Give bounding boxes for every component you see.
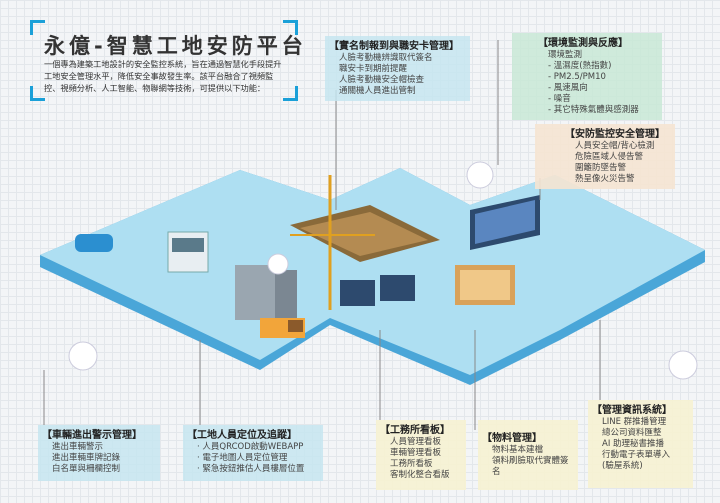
module-item: 白名單與柵欄控制	[52, 464, 121, 474]
module-positioning: 【工地人員定位及追蹤】 · 人員QRCOD啟動WEBAPP · 電子地圖人員定位…	[183, 425, 323, 481]
connector-lines	[43, 40, 601, 430]
module-item: 工務所看板	[390, 459, 433, 469]
building	[235, 265, 297, 320]
truck	[260, 318, 305, 338]
module-item: - PM2.5/PM10	[548, 72, 606, 82]
module-item: 圍籬防墜告警	[575, 163, 627, 173]
platform	[40, 168, 705, 385]
module-item: LINE 群推播管理	[602, 417, 667, 427]
module-item: 物料基本建檔	[492, 445, 544, 455]
module-item: 熱呈像火災告警	[575, 174, 635, 184]
module-mis: 【管理資訊系統】 LINE 群推播管理 總公司資料匯整 AI 助理秘書推播 行動…	[588, 400, 693, 488]
module-item: 人臉考勤機安全帽檢查	[339, 75, 425, 85]
module-item: - 風速風向	[548, 83, 588, 93]
module-title: 【環境監測與反應】	[538, 38, 628, 49]
module-title: 【物料管理】	[482, 433, 542, 444]
module-title: 【安防監控安全管理】	[565, 129, 665, 140]
module-item: 總公司資料匯整	[602, 428, 662, 438]
crane	[290, 175, 375, 310]
module-item: 通關機人員進出管制	[339, 86, 416, 96]
module-item: 人臉考勤機辨識取代簽名	[339, 53, 433, 63]
module-item: - 其它特殊氣體與感測器	[548, 105, 639, 115]
module-item: (驗屋系統)	[602, 461, 643, 471]
module-item: 進出車輛警示	[52, 442, 104, 452]
dashboards	[340, 275, 415, 306]
module-item: - 溫濕度(熱指數)	[548, 61, 612, 71]
frame-corner	[283, 86, 298, 101]
module-material: 【物料管理】 物料基本建檔 領料刷臉取代實體簽名	[478, 420, 578, 490]
module-item: · 人員QRCOD啟動WEBAPP	[197, 442, 304, 452]
module-office: 【工務所看板】 人員管理看板 車輛管理看板 工務所看板 客制化整合看版	[376, 420, 466, 490]
module-title: 【實名制報到與職安卡管理】	[329, 41, 459, 52]
module-item: - 噪音	[548, 94, 571, 104]
module-environment: 【環境監測與反應】 環境監測 - 溫濕度(熱指數) - PM2.5/PM10 -…	[512, 33, 662, 120]
intro-text: 一個專為建築工地設計的安全監控系統，旨在通過智慧化手段提升工地安全管理水平，降低…	[44, 59, 282, 93]
shelves	[455, 265, 515, 305]
module-title: 【管理資訊系統】	[592, 405, 672, 416]
sensor-domes	[68, 161, 698, 380]
module-item: 人員安全帽/背心檢測	[575, 141, 655, 151]
module-item: 進出車輛車牌記錄	[52, 453, 121, 463]
module-item: 危險區域人侵告警	[575, 152, 644, 162]
module-vehicle: 【車輛進出警示管理】 進出車輛警示 進出車輛車牌記錄 白名單與柵欄控制	[38, 425, 160, 481]
module-title: 【工務所看板】	[380, 425, 450, 436]
module-item: 車輛管理看板	[390, 448, 442, 458]
module-realname: 【實名制報到與職安卡管理】 人臉考勤機辨識取代簽名 職安卡到期前提醒 人臉考勤機…	[325, 36, 470, 101]
frame-corner	[30, 20, 45, 35]
module-item: 客制化整合看版	[390, 470, 450, 480]
module-item: 領料刷臉取代實體簽名	[492, 456, 569, 477]
monitor-wall	[470, 195, 540, 250]
module-item: 行動電子表單導入	[602, 450, 671, 460]
module-item: 職安卡到期前提醒	[339, 64, 408, 74]
module-item: · 電子地圖人員定位管理	[197, 453, 288, 463]
module-item: 人員管理看板	[390, 437, 442, 447]
car	[75, 234, 113, 252]
module-title: 【工地人員定位及追蹤】	[187, 430, 297, 441]
frame-corner	[283, 20, 298, 35]
frame-corner	[30, 86, 45, 101]
module-item: · 緊急按鈕推估人員樓層位置	[197, 464, 305, 474]
module-security: 【安防監控安全管理】 人員安全帽/背心檢測 危險區域人侵告警 圍籬防墜告警 熱呈…	[535, 124, 675, 189]
gate-house	[167, 231, 209, 273]
module-title: 【車輛進出警示管理】	[42, 430, 142, 441]
module-item: 環境監測	[548, 50, 583, 60]
page-title: 永億-智慧工地安防平台	[44, 34, 307, 58]
module-item: AI 助理秘書推播	[602, 439, 665, 449]
